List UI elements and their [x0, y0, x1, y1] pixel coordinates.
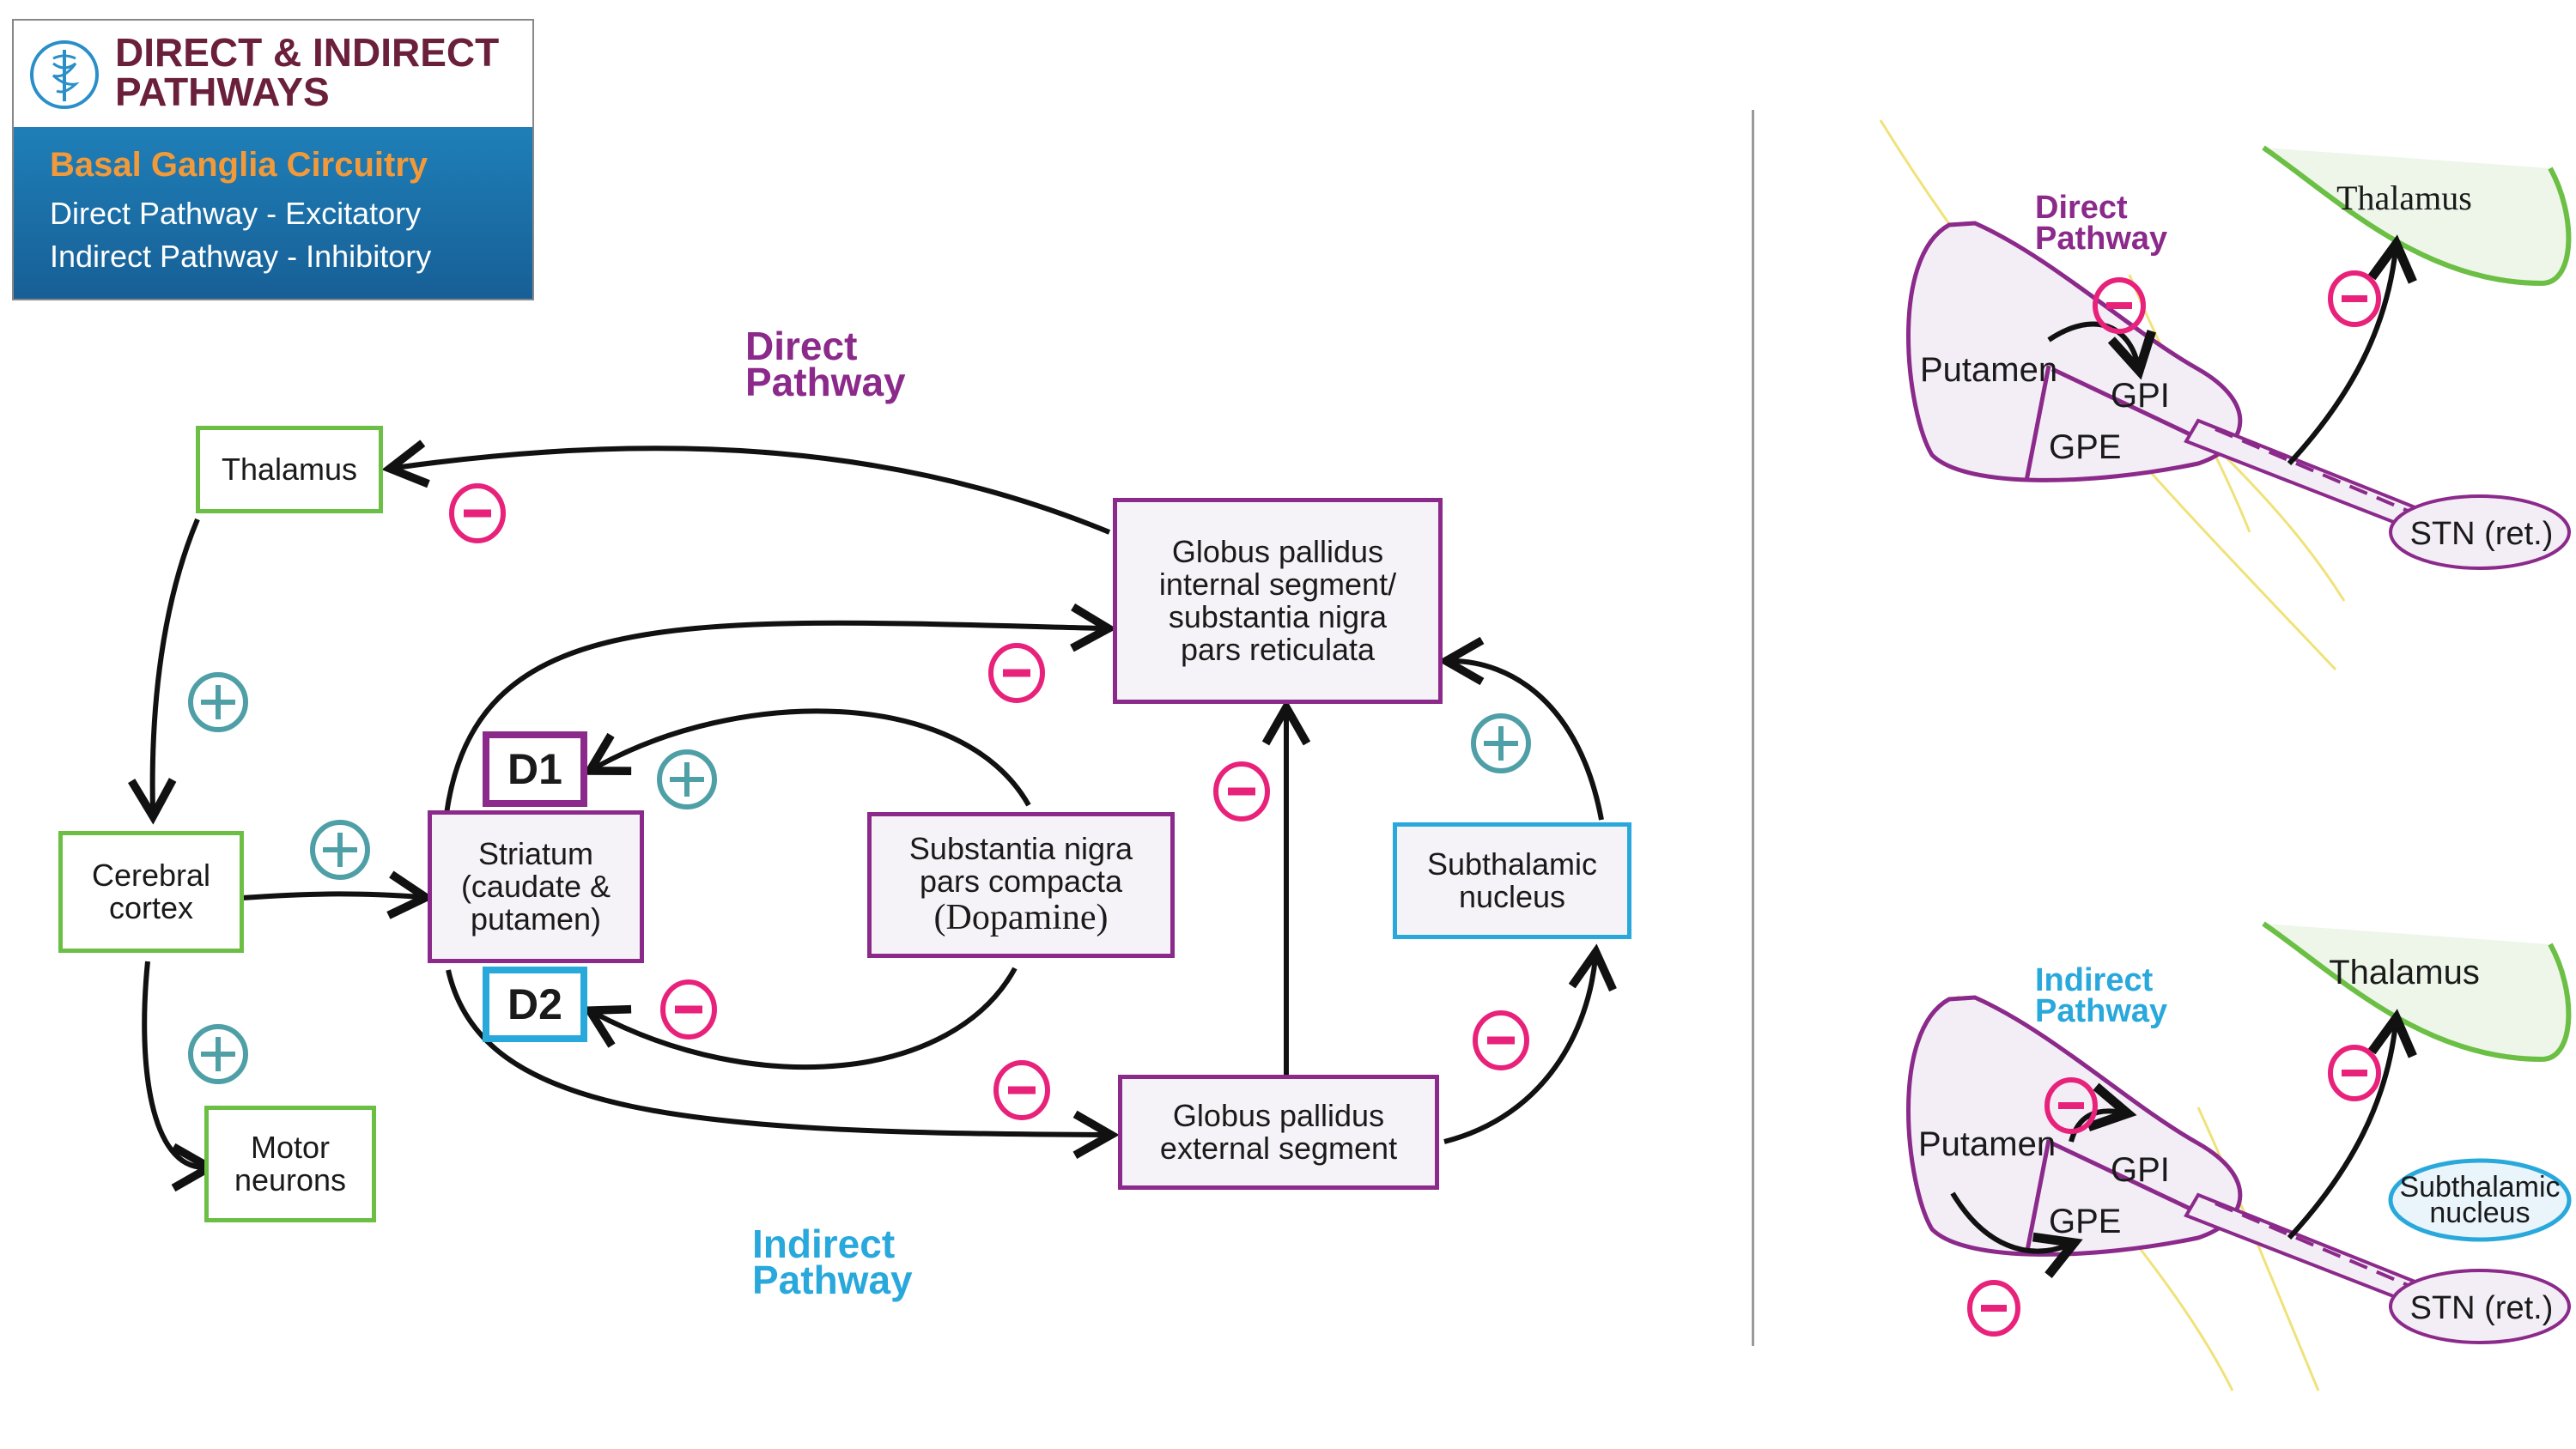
plus-sign [188, 1024, 248, 1084]
thalamus-shape-bottom [2262, 921, 2572, 1063]
plus-sign [188, 672, 248, 732]
minus-symbols [449, 483, 1529, 1120]
minus-sign [2328, 1045, 2381, 1101]
indirect-label-bottom-2: Pathway [2035, 993, 2167, 1029]
divider-line [1752, 110, 1754, 1346]
stn-shape-bottom [2389, 1269, 2571, 1344]
minus-sign [2044, 1077, 2098, 1134]
arrow-gpi-to-thalamus [381, 440, 1111, 535]
header-info-area: Basal Ganglia Circuitry Direct Pathway -… [14, 127, 532, 299]
minus-sign [449, 483, 506, 543]
arrow-striatum-to-gpi [444, 603, 1117, 815]
gpe-label-top: GPE [2049, 428, 2121, 466]
thalamus-label-top: Thalamus [2336, 179, 2472, 217]
header-line-direct: Direct Pathway - Excitatory [50, 196, 422, 231]
minus-sign [1473, 1010, 1529, 1070]
minus-sign [1967, 1280, 2020, 1337]
minus-sign [988, 643, 1045, 703]
arrow-snc-to-d1 [582, 708, 1031, 807]
header-subtitle: Basal Ganglia Circuitry [50, 146, 428, 184]
minus-sign [1213, 761, 1270, 822]
thalamus-label-bottom: Thalamus [2329, 954, 2480, 991]
plus-sign [310, 820, 370, 880]
arrow-snc-to-d2 [582, 967, 1018, 1070]
striatum-box: Striatum (caudate & putamen) [428, 810, 644, 963]
minus-sign [2328, 270, 2381, 327]
direct-pathway-label: Direct Pathway [745, 324, 906, 404]
basal-ganglia-shape-top [1906, 221, 2243, 482]
subthalamic-shape-bottom [2388, 1158, 2572, 1242]
arrow-cortex-to-striatum [241, 870, 434, 919]
thalamus-shape-top [2262, 145, 2572, 287]
subthalamic-label-bottom-1: Subthalamic [2399, 1171, 2560, 1203]
caduceus-icon [30, 40, 99, 109]
arrow-striatum-to-gpe [446, 969, 1120, 1160]
header-title-area: DIRECT & INDIRECT PATHWAYS [14, 21, 532, 127]
stn-label-bottom: STN (ret.) [2410, 1290, 2554, 1326]
minus-sign [2093, 277, 2146, 334]
arrow-cortex-to-motor [142, 961, 218, 1192]
subthalamic-label-bottom-2: nucleus [2429, 1197, 2530, 1229]
header-title: DIRECT & INDIRECT PATHWAYS [115, 30, 500, 114]
minus-sign [660, 979, 717, 1040]
header-line-indirect: Indirect Pathway - Inhibitory [50, 239, 432, 274]
stn-shape-top [2389, 494, 2571, 570]
substantia-nigra-compacta-box: Substantia nigra pars compacta (Dopamine… [867, 812, 1175, 958]
direct-label-top-2: Pathway [2035, 221, 2167, 257]
plus-symbols [188, 672, 1531, 1084]
thalamus-box: Thalamus [196, 426, 383, 513]
header-panel: DIRECT & INDIRECT PATHWAYS Basal Ganglia… [12, 19, 534, 300]
snc-dopamine: (Dopamine) [933, 898, 1109, 937]
arrow-gpe-to-stn [1443, 943, 1617, 1144]
d1-receptor-box: D1 [483, 731, 587, 807]
indirect-pathway-label: Indirect Pathway [752, 1222, 913, 1302]
gpi-label-bottom: GPI [2111, 1151, 2170, 1189]
arrow-thalamus-to-cortex [128, 518, 200, 825]
cerebral-cortex-box: Cerebral cortex [58, 831, 244, 953]
motor-neurons-box: Motor neurons [204, 1106, 376, 1222]
direct-label-top-1: Direct [2035, 190, 2128, 226]
putamen-label-top: Putamen [1920, 351, 2057, 389]
subthalamic-nucleus-box: Subthalamic nucleus [1393, 822, 1631, 939]
arrow-stn-to-gpi [1437, 636, 1604, 821]
plus-sign [1471, 713, 1531, 773]
putamen-label-bottom: Putamen [1918, 1125, 2056, 1163]
gpi-label-top: GPI [2111, 377, 2170, 415]
indirect-label-bottom-1: Indirect [2035, 962, 2154, 998]
minus-sign [993, 1060, 1050, 1120]
globus-pallidus-external-box: Globus pallidus external segment [1118, 1075, 1439, 1190]
plus-sign [657, 749, 717, 809]
globus-pallidus-internal-box: Globus pallidus internal segment/ substa… [1113, 498, 1443, 704]
snc-name: Substantia nigra pars compacta [908, 831, 1133, 899]
gpe-label-bottom: GPE [2049, 1203, 2121, 1240]
stn-label-top: STN (ret.) [2410, 516, 2554, 552]
d2-receptor-box: D2 [483, 967, 587, 1042]
